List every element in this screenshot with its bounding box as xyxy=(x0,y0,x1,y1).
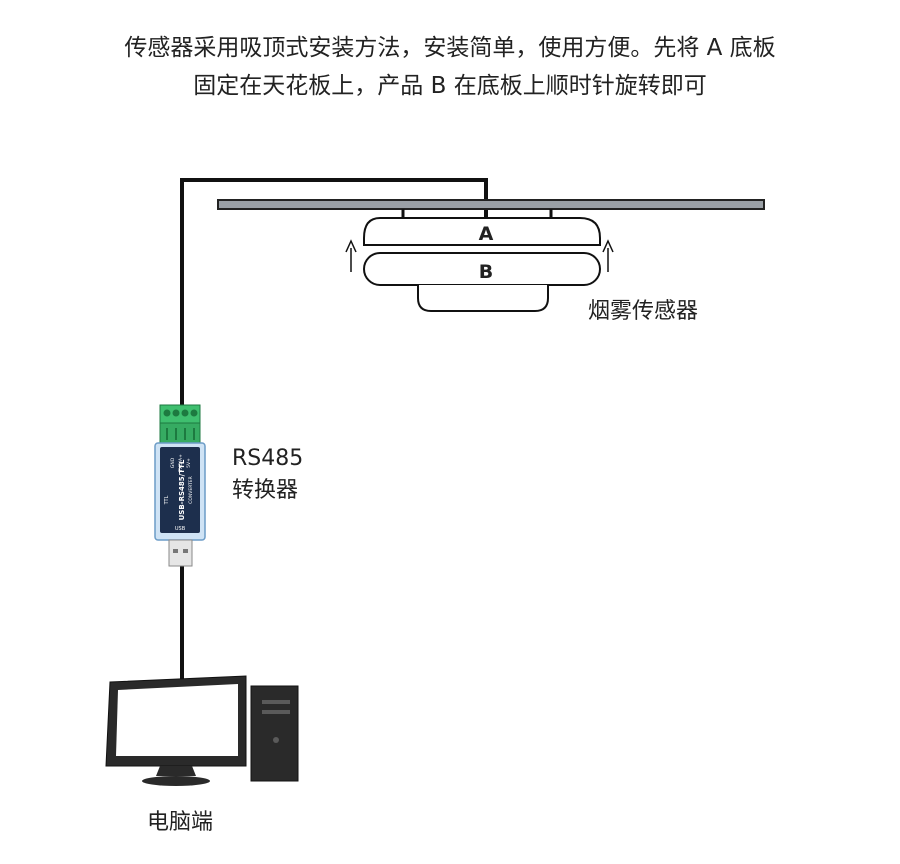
arrow-up-left-icon xyxy=(345,239,357,272)
converter-body-text: USB-RS485/TTL xyxy=(178,459,186,520)
usb-plug xyxy=(168,539,193,567)
monitor-stand xyxy=(156,766,196,776)
converter-label-line-1: RS485 xyxy=(232,446,304,471)
sensor-dome xyxy=(417,285,549,312)
converter-pin-gnd: GND xyxy=(170,457,176,468)
converter-sub-text: CONVERTER xyxy=(188,476,194,504)
monitor-screen xyxy=(116,684,238,756)
ceiling-board xyxy=(217,199,765,210)
converter-label-line-2: 转换器 xyxy=(232,478,299,503)
computer xyxy=(105,675,299,786)
converter-usb-text: USB xyxy=(175,526,186,532)
converter-side-text: TTL xyxy=(164,495,170,505)
sensor-label: 烟雾传感器 xyxy=(588,299,699,324)
header-line-2: 固定在天花板上，产品 B 在底板上顺时针旋转即可 xyxy=(193,73,707,99)
header-line-1: 传感器采用吸顶式安装方法，安装简单，使用方便。先将 A 底板 xyxy=(124,35,776,61)
part-b-label: B xyxy=(479,261,493,283)
arrow-up-right-icon xyxy=(602,239,614,272)
part-a-label: A xyxy=(479,223,494,245)
base-plate-a xyxy=(363,217,601,246)
computer-label: 电脑端 xyxy=(147,810,214,835)
converter-pin-5v: 5V+ xyxy=(186,458,192,468)
converter-pin-txd: TXD/A+ xyxy=(178,454,184,473)
rs485-converter: USB-RS485/TTL CONVERTER TTL GND TXD/A+ 5… xyxy=(154,404,206,567)
